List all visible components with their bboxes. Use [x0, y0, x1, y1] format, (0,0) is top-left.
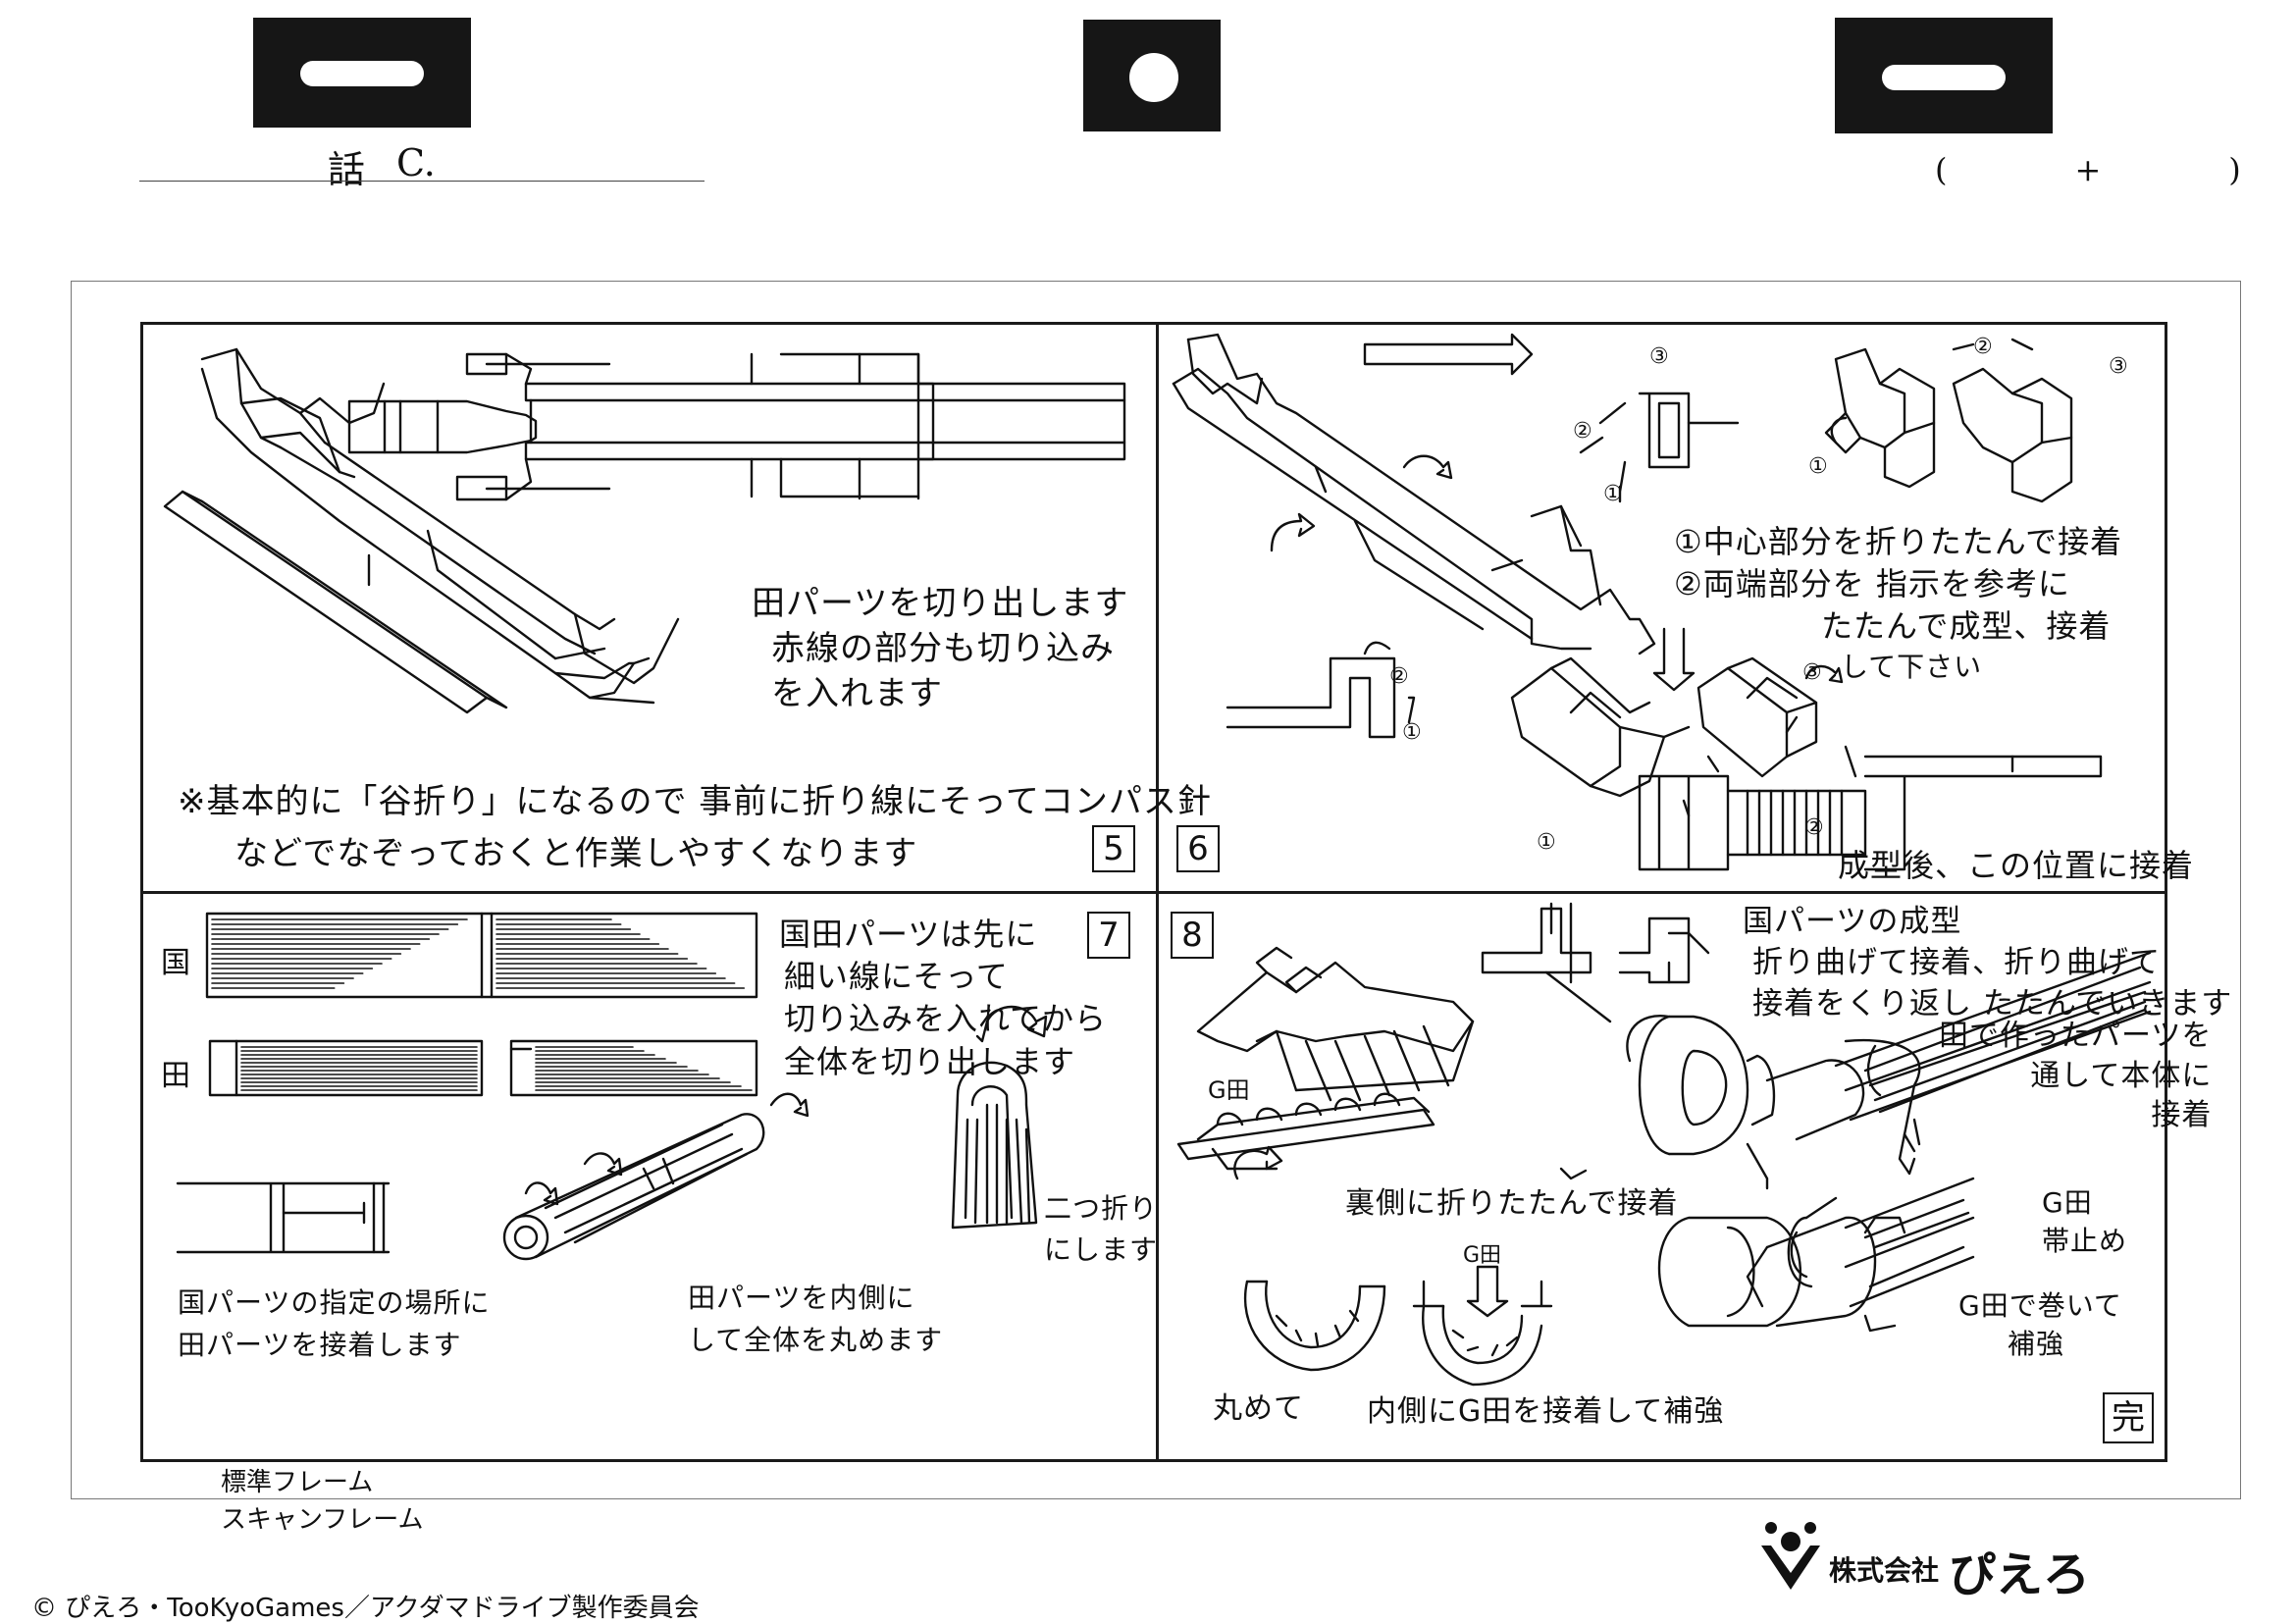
panel-7-join-line-1: 国パーツの指定の場所に	[178, 1286, 491, 1319]
panel-7-roll-line-1: 田パーツを内側に	[688, 1282, 915, 1314]
panel-6-note-line-1: ①中心部分を折りたたんで接着	[1674, 523, 2123, 560]
panel-7-note-line-1: 国田パーツは先に	[779, 916, 1038, 953]
panel-8-pass-line-1: 田で作ったパーツを	[1939, 1019, 2213, 1053]
panel-7-side-label-1: 国	[161, 946, 190, 980]
panel-8-wrap-line-1: G田で巻いて	[1958, 1289, 2122, 1322]
panel-8-note-line-2: 折り曲げて接着、折り曲げて	[1752, 944, 2161, 980]
panel-6-note-line-4: して下さい	[1841, 650, 1983, 683]
panel-8-label-g2: G田	[1463, 1243, 1502, 1268]
panel-6-label-1c: ①	[1402, 720, 1422, 745]
panel-8-end-mark: 完	[2103, 1392, 2154, 1443]
panel-7-fold-line-2: にします	[1044, 1233, 1159, 1266]
panel-5-sketch	[163, 347, 1126, 714]
panel-8-note-back: 裏側に折りたたんで接着	[1345, 1186, 1679, 1221]
panel-6-label-3a: ③	[1649, 344, 1669, 369]
header-underline	[139, 181, 704, 182]
company-logo: 株式会社 ぴえろ	[1756, 1516, 2110, 1604]
panel-8-pass-line-3: 接着	[2151, 1098, 2213, 1132]
panel-5-number: 5	[1092, 825, 1135, 872]
panel-5-bottom-note: ※基本的に「谷折り」になるので 事前に折り線にそってコンパス針 などでなぞってお…	[178, 776, 1212, 879]
panel-7-note-line-4: 全体を切り出します	[784, 1042, 1076, 1080]
panel-7-join-line-2: 田パーツを接着します	[178, 1329, 462, 1362]
panel-6-note-line-2: ②両端部分を 指示を参考に	[1674, 565, 2070, 603]
panel-7: 国 田 国田パーツは先に 細い線にそって 切り込みを入れてから 全体を切り出しま…	[143, 894, 1158, 1459]
frame-scan-label: スキャンフレーム	[221, 1505, 424, 1535]
panel-6-label-1d: ①	[1537, 830, 1556, 855]
panel-5-bottom-line-1: ※基本的に「谷折り」になるので 事前に折り線にそってコンパス針	[178, 782, 1212, 821]
punch-slot-right	[1835, 18, 2053, 133]
panel-5-bottom-line-2: などでなぞっておくと作業しやすくなります	[235, 833, 918, 873]
panel-7-side-label-2: 田	[161, 1059, 190, 1093]
panel-8-note-wrap: G田で巻いて 補強	[1958, 1286, 2122, 1363]
panel-6-label-3c: ③	[1802, 660, 1822, 685]
panel-8: G田 国パーツの成型 折り曲げて接着、折り曲げて 接着をくり返し たたんでいきま…	[1159, 894, 2231, 1459]
panel-8-note-pass: 田で作ったパーツを 通して本体に 接着	[1939, 1017, 2212, 1136]
grid-divider-horizontal	[143, 891, 2165, 894]
cut-label: C.	[396, 141, 436, 184]
panel-8-note-line-3: 接着をくり返し たたんでいきます	[1752, 985, 2233, 1022]
panel-6-label-2b: ②	[1973, 335, 1993, 359]
panel-5-note: 田パーツを切り出します 赤線の部分も切り込み を入れます	[752, 582, 1128, 717]
panel-8-note-line-1: 国パーツの成型	[1743, 904, 1962, 939]
panel-6-note: ①中心部分を折りたたんで接着 ②両端部分を 指示を参考に たたんで成型、接着 し…	[1674, 521, 2122, 685]
panel-8-note-inner: 内側にG田を接着して補強	[1367, 1394, 1725, 1429]
panel-6-number: 6	[1176, 825, 1220, 872]
episode-label: 話	[328, 148, 366, 191]
panel-7-note-line-3: 切り込みを入れてから	[784, 1000, 1108, 1038]
panel-6-label-1a: ①	[1603, 482, 1623, 506]
scan-frame	[71, 281, 2241, 1499]
panel-6-label-2a: ②	[1573, 419, 1592, 444]
punch-hole-center	[1083, 20, 1221, 131]
panel-8-band-line-1: G田	[2042, 1186, 2093, 1219]
panel-8-number: 8	[1171, 912, 1214, 959]
copyright: © ぴえろ・TooKyoGames／アクダマドライブ製作委員会	[31, 1594, 700, 1623]
storyboard-grid: 田パーツを切り出します 赤線の部分も切り込み を入れます ※基本的に「谷折り」に…	[140, 322, 2231, 1462]
panel-6-label-3b: ③	[2109, 354, 2128, 379]
punch-slot-left	[253, 18, 471, 128]
panel-8-note-band: G田 帯止め	[2042, 1183, 2127, 1260]
panel-6-bottom-note: 成型後、この位置に接着	[1838, 847, 2195, 884]
panel-6-sketch	[1172, 333, 2103, 871]
panel-7-note-fold: 二つ折り にします	[1044, 1188, 1158, 1271]
frame-standard-label: 標準フレーム	[221, 1468, 374, 1497]
panel-6-label-2c: ②	[1389, 664, 1409, 689]
pierrot-mascot-icon	[1761, 1522, 1820, 1590]
page-count: ( + )	[1935, 151, 2263, 188]
panel-8-pass-line-2: 通して本体に	[2030, 1058, 2213, 1093]
panel-7-note: 国田パーツは先に 細い線にそって 切り込みを入れてから 全体を切り出します	[779, 914, 1107, 1083]
panel-5-note-line-2: 赤線の部分も切り込み	[771, 628, 1115, 668]
panel-7-fold-line-1: 二つ折り	[1044, 1192, 1159, 1225]
panel-8-label-g: G田	[1208, 1076, 1250, 1104]
panel-6-note-line-3: たたんで成型、接着	[1821, 607, 2112, 646]
panel-7-note-line-2: 細い線にそって	[784, 958, 1009, 996]
panel-7-roll-line-2: して全体を丸めます	[688, 1324, 944, 1357]
panel-8-note-round: 丸めて	[1213, 1391, 1304, 1426]
panel-7-sketch	[176, 912, 1048, 1261]
brand-label: ぴえろ	[1949, 1547, 2091, 1602]
panel-5: 田パーツを切り出します 赤線の部分も切り込み を入れます ※基本的に「谷折り」に…	[143, 325, 1211, 891]
panel-8-band-line-2: 帯止め	[2042, 1225, 2128, 1258]
panel-6: ③ ② ① ① ③ ② ② ① ③ ② ① ①中心部分を折りたたんで接着 ②両端…	[1159, 325, 2193, 891]
panel-8-sketch	[1176, 902, 2152, 1387]
panel-7-note-join: 国パーツの指定の場所に 田パーツを接着します	[178, 1282, 490, 1367]
panel-5-note-line-1: 田パーツを切り出します	[752, 584, 1129, 623]
panel-7-number: 7	[1087, 912, 1130, 959]
panel-8-note: 国パーツの成型 折り曲げて接着、折り曲げて 接着をくり返し たたんでいきます	[1743, 902, 2232, 1025]
company-label: 株式会社	[1829, 1554, 1940, 1587]
panel-6-label-1b: ①	[1808, 454, 1828, 479]
panel-5-note-line-3: を入れます	[771, 673, 943, 713]
panel-6-label-2d: ②	[1804, 815, 1824, 840]
panel-7-note-roll: 田パーツを内側に して全体を丸めます	[688, 1277, 943, 1362]
panel-8-wrap-line-2: 補強	[2008, 1328, 2065, 1361]
